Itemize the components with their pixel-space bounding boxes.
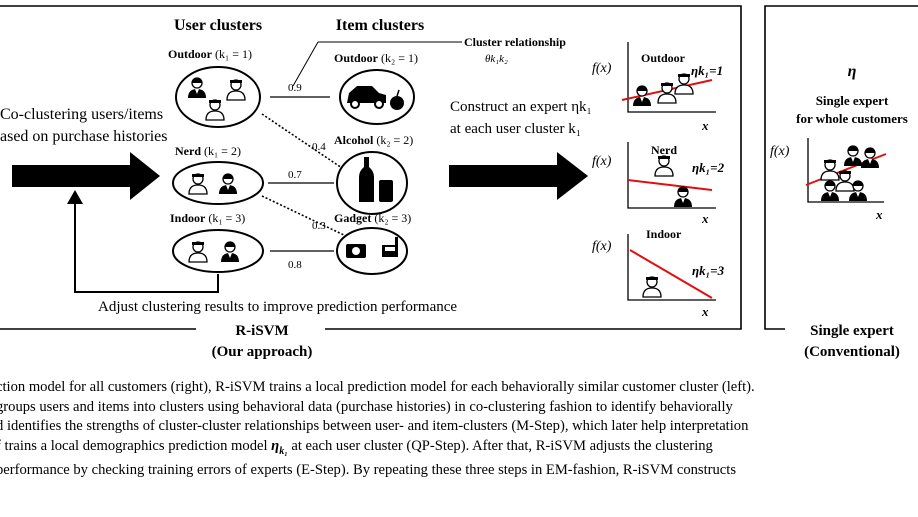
plot-3-f-label: f(x) xyxy=(592,239,612,254)
apple-icon xyxy=(390,96,404,110)
expert-plot-indoor xyxy=(627,234,716,301)
item-cluster-gadget xyxy=(336,227,408,275)
bottle-icon xyxy=(359,157,374,202)
cocluster-text-1: Co-clustering users/items xyxy=(0,106,163,123)
caption-line-5: performance by checking training errors … xyxy=(0,461,737,478)
construct-expert-text-1: Construct an expert ηk₁ xyxy=(450,99,592,115)
approach-frame xyxy=(0,5,742,330)
plot-2-title: Nerd xyxy=(651,143,677,157)
construct-expert-text-2: at each user cluster k₁ xyxy=(450,121,581,137)
figure-caption: ction model for all customers (right), R… xyxy=(0,378,918,480)
regression-line xyxy=(629,249,713,299)
item-cluster-label-3: Gadget (k₂ = 3) xyxy=(334,211,411,225)
single-expert-subtitle: (Conventional) xyxy=(804,344,900,360)
input-arrow xyxy=(12,152,160,200)
caption-line-4a: f trains a local demographics prediction… xyxy=(0,437,272,454)
item-cluster-outdoor xyxy=(339,69,415,125)
feedback-text: Adjust clustering results to improve pre… xyxy=(98,299,457,315)
cluster-relationship-symbol: θk₁k₂ xyxy=(485,53,508,65)
user-cluster-indoor xyxy=(172,229,264,273)
item-clusters-header: Item clusters xyxy=(336,17,424,34)
edge-weight-5: 0.8 xyxy=(288,259,302,271)
user-cluster-nerd xyxy=(172,161,264,205)
cocluster-text-2: ased on purchase histories xyxy=(0,128,168,145)
feedback-arrowhead xyxy=(67,190,83,204)
plot-2-eta: ηk₁=2 xyxy=(692,160,725,175)
plot-1-title: Outdoor xyxy=(641,51,686,65)
caption-line-1: ction model for all customers (right), R… xyxy=(0,379,755,395)
caption-eta-symbol: ηk₁ xyxy=(271,437,288,457)
cluster-relationship-label: Cluster relationship xyxy=(464,35,566,49)
caption-line-4b: at each user cluster (QP-Step). After th… xyxy=(287,437,713,454)
single-expert-line-2: for whole customers xyxy=(796,111,908,126)
expert-arrow xyxy=(449,152,588,200)
cluster-relationship-leader xyxy=(292,41,319,87)
edge-nerd-gadget xyxy=(261,195,347,237)
single-x-label: x xyxy=(875,207,883,222)
plot-3-title: Indoor xyxy=(646,227,682,241)
expert-plot-nerd xyxy=(627,142,716,209)
user-cluster-label-2: Nerd (k₁ = 2) xyxy=(175,144,241,158)
user-cluster-label-1: Outdoor (k₁ = 1) xyxy=(168,47,252,61)
item-cluster-label-1: Outdoor (k₂ = 1) xyxy=(334,51,418,65)
item-cluster-label-2: Alcohol (k₂ = 2) xyxy=(334,133,413,147)
edge-weight-2: 0.4 xyxy=(312,141,326,153)
feedback-loop-line xyxy=(74,200,219,293)
single-expert-eta: η xyxy=(848,63,857,80)
item-cluster-alcohol xyxy=(336,151,408,215)
single-expert-title: Single expert xyxy=(810,323,894,339)
single-f-label: f(x) xyxy=(770,144,790,159)
plot-3-eta: ηk₁=3 xyxy=(692,263,725,278)
user-clusters-header: User clusters xyxy=(174,17,262,34)
plot-3-x-label: x xyxy=(701,304,709,319)
car-icon xyxy=(347,86,386,103)
caption-line-4: f trains a local demographics prediction… xyxy=(0,437,918,461)
plot-1-x-label: x xyxy=(701,118,709,133)
expert-plot-outdoor xyxy=(621,42,716,113)
plot-2-x-label: x xyxy=(701,211,709,226)
can-icon xyxy=(379,180,393,202)
edge-weight-4: 0.3 xyxy=(312,220,326,232)
regression-line xyxy=(805,153,887,186)
plot-1-f-label: f(x) xyxy=(592,61,612,76)
caption-line-2: groups users and items into clusters usi… xyxy=(0,398,733,415)
plot-2-f-label: f(x) xyxy=(592,154,612,169)
caption-line-3: d identifies the strengths of cluster-cl… xyxy=(0,418,749,434)
edge-outdoor-alcohol xyxy=(261,113,343,169)
edge-weight-1: 0.9 xyxy=(288,82,302,94)
cluster-edges xyxy=(261,96,347,252)
plot-1-eta: ηk₁=1 xyxy=(691,63,723,78)
approach-title: R-iSVM xyxy=(235,323,288,339)
regression-line xyxy=(627,179,713,191)
conventional-frame xyxy=(764,5,918,330)
edge-weight-3: 0.7 xyxy=(288,169,302,181)
single-expert-line-1: Single expert xyxy=(816,93,889,108)
user-cluster-outdoor xyxy=(175,66,261,128)
user-cluster-label-3: Indoor (k₁ = 3) xyxy=(170,211,245,225)
single-expert-plot xyxy=(805,138,887,203)
approach-subtitle: (Our approach) xyxy=(212,344,313,360)
